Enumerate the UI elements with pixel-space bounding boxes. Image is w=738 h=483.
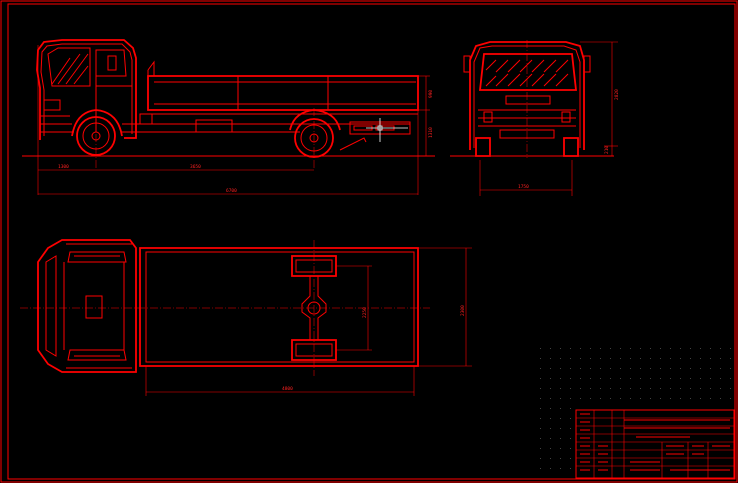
dim-top-body-length: 4800	[282, 386, 293, 392]
cad-cursor	[366, 118, 408, 142]
snap-grid	[540, 348, 731, 469]
side-view: 1300 3650 6700 990 1310	[22, 39, 435, 195]
dim-front-width: 1750	[518, 184, 529, 190]
top-view: 2250 2300 4800	[20, 239, 472, 396]
dim-body-height: 990	[428, 90, 434, 98]
dim-frame-height: 1310	[428, 127, 434, 138]
front-view: 1750 2820 210	[450, 40, 620, 196]
dim-overall-length: 6700	[226, 188, 237, 194]
dim-top-width: 2300	[460, 305, 466, 316]
dim-wheelbase: 3650	[190, 164, 201, 170]
dim-front-height: 2820	[614, 89, 620, 100]
dim-top-track: 2250	[362, 307, 368, 318]
dim-ground-clearance: 210	[604, 146, 610, 154]
sheet-inner-border	[7, 3, 736, 480]
dim-front-overhang: 1300	[58, 164, 69, 170]
title-block	[575, 409, 735, 479]
